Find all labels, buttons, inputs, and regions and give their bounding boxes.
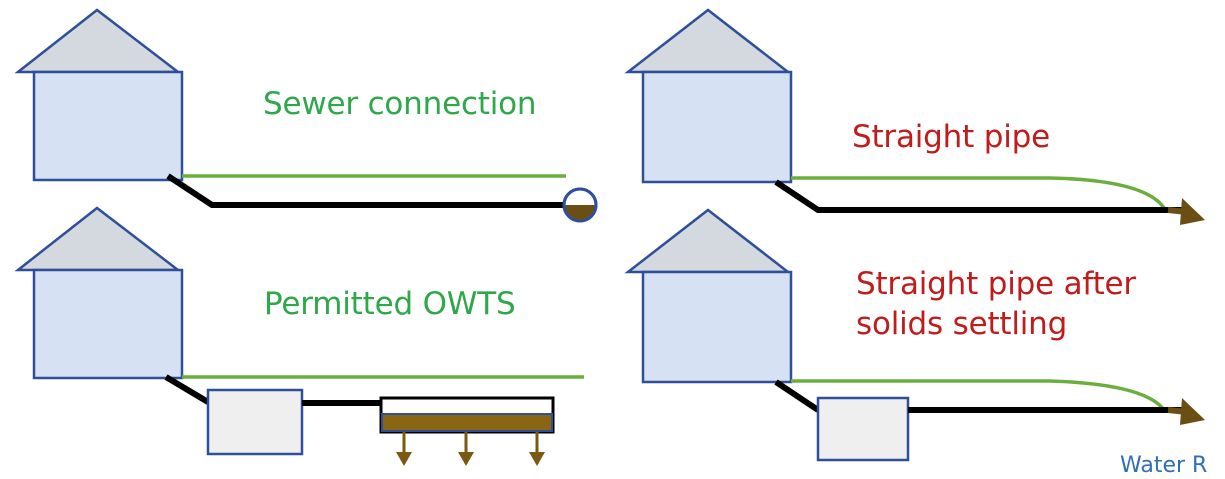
house-body [32, 268, 184, 380]
source-credit: Water R [1120, 453, 1208, 478]
house-body [641, 270, 793, 384]
ground-surface [791, 379, 1166, 412]
discharge-arrow [1167, 398, 1205, 425]
house-roof [624, 8, 792, 74]
house-settling [624, 208, 793, 384]
label-sewer-connection: Sewer connection [263, 86, 537, 122]
house-roof [14, 206, 182, 272]
label-straight-pipe: Straight pipe [852, 119, 1050, 155]
house-body [32, 70, 184, 182]
panel-permitted-owts [14, 206, 584, 466]
house-roof [624, 208, 792, 274]
house-sewer [14, 8, 184, 182]
panel-sewer-connection [14, 8, 598, 223]
panel-straight-pipe-after-settling [624, 208, 1205, 462]
house-outlet-pipe [774, 379, 820, 413]
label-straight-pipe-after-settling: Straight pipe after solids settling [856, 264, 1136, 344]
label-line-1: Straight pipe after [856, 266, 1136, 302]
house-outlet-pipe [164, 374, 210, 405]
house-body [641, 70, 793, 184]
settling-tank [816, 396, 910, 462]
discharge-arrow [1167, 198, 1205, 225]
discharge-pipe [774, 179, 1188, 213]
house-straight-pipe [624, 8, 793, 184]
panel-straight-pipe [624, 8, 1205, 225]
sewer-main-icon [562, 187, 598, 223]
label-line-2: solids settling [856, 306, 1068, 342]
house-roof [14, 8, 182, 74]
label-permitted-owts: Permitted OWTS [264, 286, 516, 322]
ground-surface [791, 176, 1166, 210]
house-owts [14, 206, 184, 380]
sewer-lateral-pipe [166, 173, 566, 208]
septic-tank [206, 388, 304, 456]
infiltration-arrows [396, 432, 545, 466]
drain-field [379, 396, 555, 434]
